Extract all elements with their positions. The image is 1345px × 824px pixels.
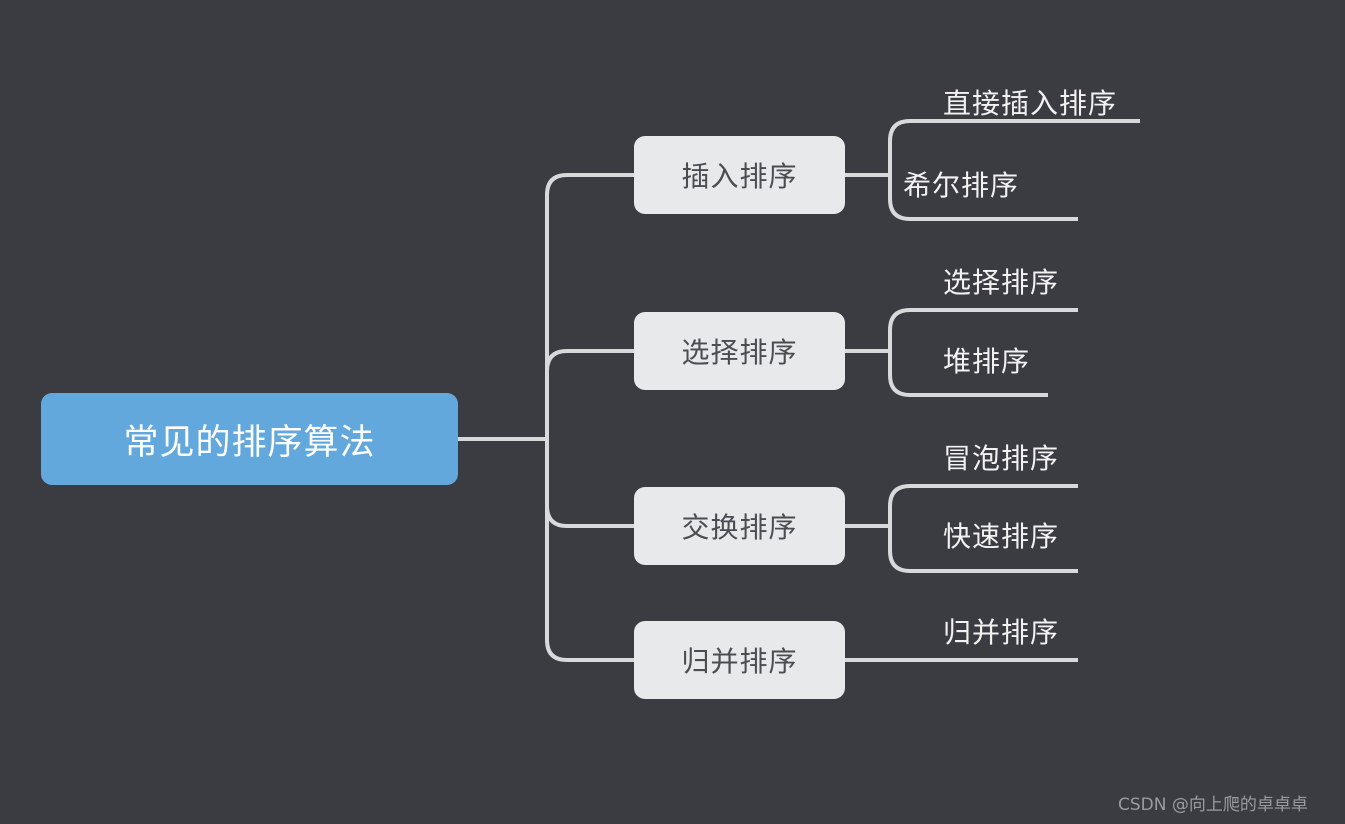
watermark-text: CSDN @向上爬的卓卓卓 xyxy=(1118,795,1308,815)
leaf-node-heap-sort[interactable]: 堆排序 xyxy=(943,345,1031,378)
branch-node-exchange-sort[interactable]: 交换排序 xyxy=(634,487,845,565)
connector-trunk-branch-3 xyxy=(545,505,634,528)
branch-node-label: 选择排序 xyxy=(681,336,798,369)
branch-node-label: 交换排序 xyxy=(681,511,798,544)
leaf-node-quick-sort[interactable]: 快速排序 xyxy=(943,520,1060,553)
leaf-node-bubble-sort[interactable]: 冒泡排序 xyxy=(943,442,1060,475)
leaf-node-selection-sort[interactable]: 选择排序 xyxy=(943,266,1060,299)
leaf-node-direct-insertion-sort[interactable]: 直接插入排序 xyxy=(943,87,1118,120)
branch-node-label: 插入排序 xyxy=(681,160,798,193)
leaf-node-merge-sort[interactable]: 归并排序 xyxy=(943,616,1060,649)
branch-node-selection-sort[interactable]: 选择排序 xyxy=(634,312,845,390)
connector-trunk-branch-2 xyxy=(545,349,634,372)
root-node-label: 常见的排序算法 xyxy=(123,422,376,463)
root-node[interactable]: 常见的排序算法 xyxy=(41,393,458,485)
connector-trunk-branch-4 xyxy=(545,639,634,662)
branch-node-insertion-sort[interactable]: 插入排序 xyxy=(634,136,845,214)
connector-trunk-branch-1 xyxy=(545,173,634,196)
branch-node-label: 归并排序 xyxy=(681,645,798,678)
branch-node-merge-sort[interactable]: 归并排序 xyxy=(634,621,845,699)
leaf-node-shell-sort[interactable]: 希尔排序 xyxy=(903,169,1020,202)
